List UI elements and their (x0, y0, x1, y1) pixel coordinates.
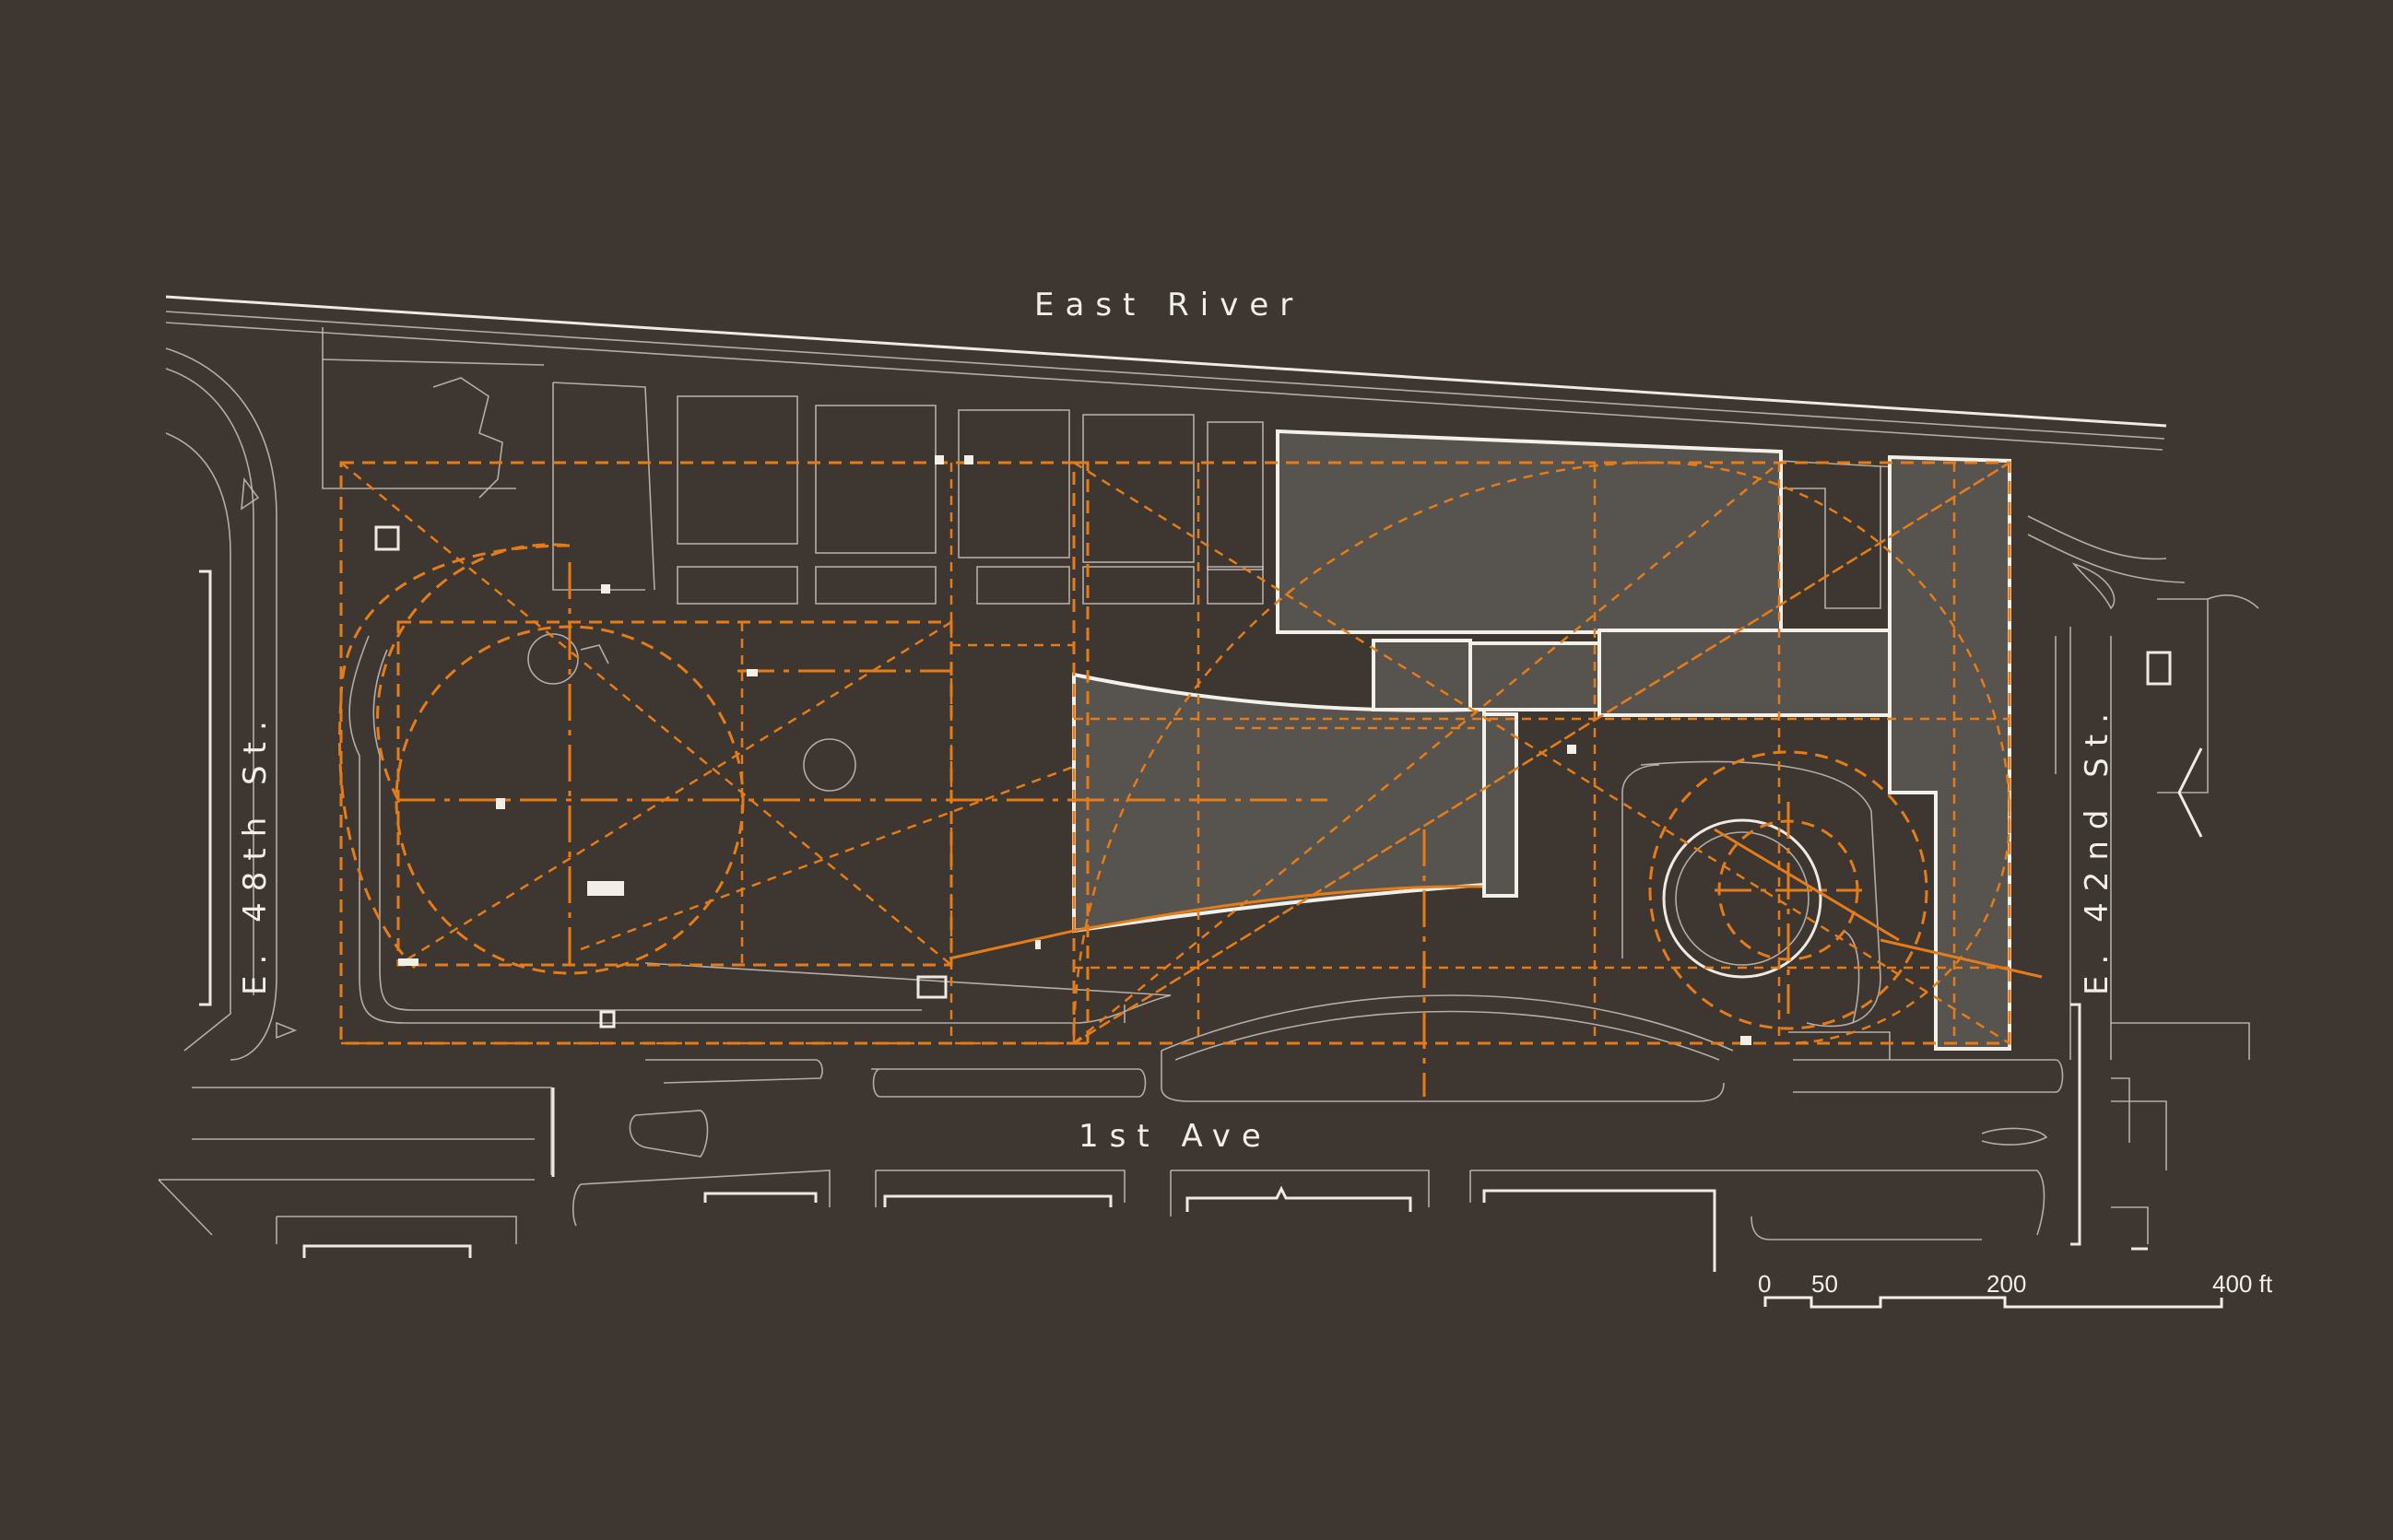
scale-bar: 0 50 200 400 ft (1758, 1270, 2273, 1309)
scale-tick-50: 50 (1811, 1270, 1838, 1298)
building-east-tower (1888, 454, 2011, 1051)
scale-tick-200: 200 (1986, 1270, 2026, 1298)
context-linework (158, 295, 2259, 1272)
regulating-lines (337, 461, 2043, 1097)
buildings (1072, 429, 2011, 1051)
first-ave-label: 1st Ave (1079, 1118, 1272, 1155)
scale-tick-0: 0 (1758, 1270, 1771, 1298)
site-markers (398, 455, 1751, 1045)
scale-tick-400ft: 400 ft (2212, 1270, 2273, 1298)
e-48th-st-label: E. 48th St. (237, 710, 274, 995)
building-tower-slab (1072, 672, 1486, 934)
east-river-label: East River (1034, 287, 1303, 323)
e-42nd-st-label: E. 42nd St. (2079, 702, 2116, 995)
building-east-bar (1597, 629, 1933, 717)
building-plaza-pavilion (1482, 712, 1518, 898)
